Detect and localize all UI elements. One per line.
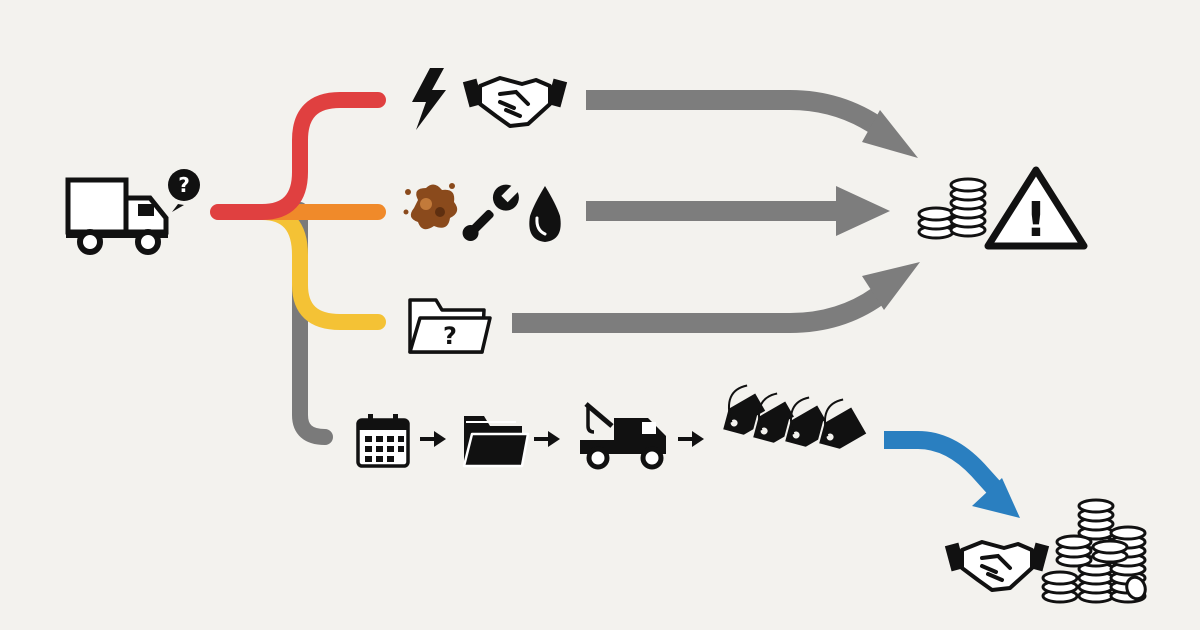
risk-arrows (512, 90, 886, 333)
coin-stack-icon (917, 177, 987, 240)
question-badge-icon (168, 169, 200, 201)
delivery-truck-question-icon: ? (65, 169, 200, 255)
coin-stacks-icon (1041, 498, 1147, 604)
arrow-row1 (586, 90, 886, 137)
red-branch-line (210, 92, 386, 220)
handshake-icon (462, 76, 568, 128)
folder-icon (462, 416, 530, 468)
lightning-bolt-icon (412, 68, 446, 130)
branch-connectors (210, 92, 386, 445)
arrowhead-row1 (862, 110, 918, 158)
arrowhead-row2 (836, 186, 890, 236)
arrow-row3 (512, 287, 884, 333)
folder-question-mark: ? (443, 322, 457, 350)
chain-arrow-1 (420, 431, 446, 447)
tow-truck-icon (580, 402, 666, 470)
warning-triangle-icon: ! (984, 166, 1088, 250)
chain-arrow-2 (534, 431, 560, 447)
truck-question-mark: ? (178, 173, 190, 197)
chain-arrow-3 (678, 431, 704, 447)
warning-mark: ! (1025, 192, 1047, 248)
yellow-branch-line (254, 204, 386, 330)
rust-damage-icon (403, 183, 458, 230)
price-tags-icon (720, 384, 869, 451)
success-arrow (884, 431, 1020, 518)
wrench-icon (462, 183, 521, 241)
gray-branch-line (292, 202, 333, 445)
arrowhead-row3 (862, 262, 920, 310)
oil-drop-icon (529, 186, 561, 242)
handshake-icon (944, 540, 1050, 592)
folder-question-icon: ? (408, 298, 492, 354)
risk-arrowheads (836, 110, 920, 310)
calendar-icon (356, 414, 410, 468)
